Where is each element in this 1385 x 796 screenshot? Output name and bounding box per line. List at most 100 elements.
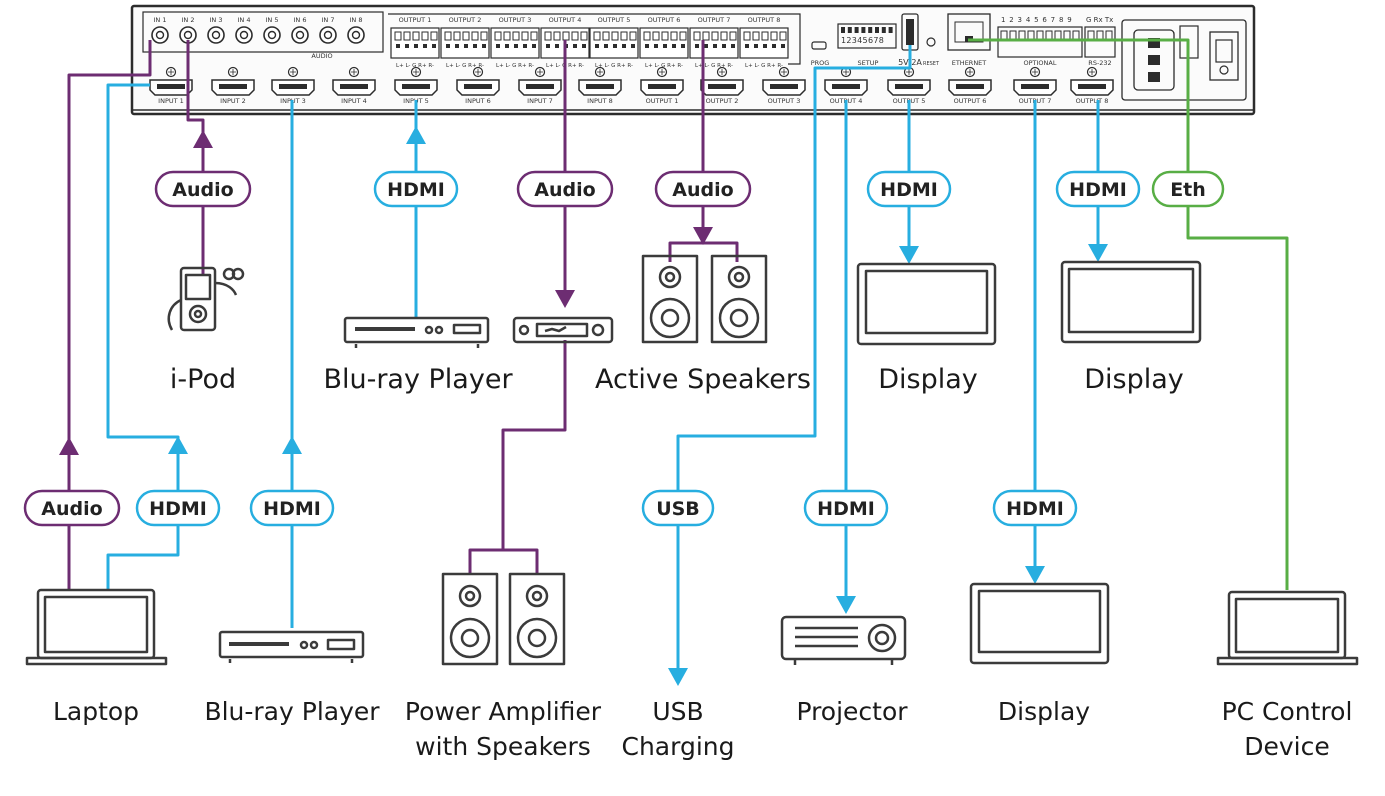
arrowhead — [1088, 244, 1108, 262]
display-3-icon — [969, 582, 1110, 665]
arrowhead — [59, 437, 79, 455]
hdmi-port: OUTPUT 6 — [948, 66, 992, 105]
audio-in-label: IN 7 — [322, 16, 335, 24]
projector-icon — [780, 615, 907, 665]
active-speakers-icon — [641, 254, 768, 344]
device-labels: i-Pod Blu-ray Player Active Speakers Dis… — [53, 364, 1352, 761]
arrowhead — [168, 436, 188, 454]
cable-eth — [968, 38, 1289, 590]
audio-in-jack — [263, 26, 281, 44]
hdmi-port: OUTPUT 1 — [640, 66, 684, 105]
hdmi-port-label: OUTPUT 8 — [1076, 97, 1109, 105]
arrowhead — [899, 246, 919, 264]
arrowhead — [406, 126, 426, 144]
audio-in-label: IN 8 — [350, 16, 363, 24]
audio-out-terminal: L+ L- G R+ R- — [490, 27, 540, 69]
display-1-label: Display — [878, 364, 978, 395]
audio-out-label: OUTPUT 7 — [698, 16, 731, 24]
terminal-pins-label: L+ L- G R+ R- — [745, 63, 783, 69]
bluray-bottom-label: Blu-ray Player — [204, 697, 380, 726]
audio-out-terminal: L+ L- G R+ R- — [639, 27, 689, 69]
setup-label: SETUP — [858, 59, 879, 67]
hdmi-port: INPUT 2 — [211, 66, 255, 105]
audio-out-terminal: L+ L- G R+ R- — [739, 27, 789, 69]
arrowhead — [693, 227, 713, 245]
connection-label-text: Audio — [172, 179, 233, 201]
connection-label-pill: HDMI — [1055, 170, 1141, 208]
optional-label: OPTIONAL — [1024, 59, 1057, 67]
power-amplifier-icon — [512, 316, 614, 344]
connection-label-pill: HDMI — [992, 489, 1078, 527]
connection-label-pill: USB — [641, 489, 715, 527]
connection-label-text: HDMI — [263, 498, 321, 520]
audio-in-jack — [151, 26, 169, 44]
connection-label-text: HDMI — [1006, 498, 1064, 520]
audio-in-jack — [207, 26, 225, 44]
connection-label-pill: HDMI — [373, 170, 459, 208]
hdmi-port: INPUT 6 — [456, 66, 500, 105]
usb-label-line2: Charging — [622, 732, 735, 761]
speaker-right-icon — [710, 254, 768, 344]
hdmi-port-label: INPUT 1 — [158, 97, 184, 105]
connection-label-text: Audio — [534, 179, 595, 201]
audio-out-label: OUTPUT 4 — [549, 16, 582, 24]
ipod-icon — [167, 266, 245, 332]
arrowhead — [668, 668, 688, 686]
connection-label-pill: Audio — [23, 489, 121, 527]
audio-in-label: IN 4 — [238, 16, 251, 24]
arrowhead — [193, 130, 213, 148]
connection-label-text: HDMI — [817, 498, 875, 520]
connection-label-pill: Audio — [654, 170, 752, 208]
pc-control-laptop-icon — [1216, 590, 1359, 666]
audio-out-terminal: L+ L- G R+ R- — [440, 27, 490, 69]
connection-label-pill: Audio — [516, 170, 614, 208]
terminal-pins-label: L+ L- G R+ R- — [695, 63, 733, 69]
amp-label-line2: with Speakers — [415, 732, 591, 761]
active-speakers-label: Active Speakers — [595, 364, 811, 395]
audio-output-terminal-blocks: OUTPUT 1L+ L- G R+ R-OUTPUT 2L+ L- G R+ … — [388, 13, 801, 69]
hdmi-port: INPUT 4 — [332, 66, 376, 105]
amp-label-line1: Power Amplifier — [405, 697, 602, 726]
hdmi-port: OUTPUT 3 — [762, 66, 806, 105]
display-1-icon — [856, 262, 997, 346]
speaker-left-icon — [641, 254, 699, 344]
dip-numbers: 12345678 — [841, 36, 884, 45]
terminal-pins-label: L+ L- G R+ R- — [645, 63, 683, 69]
connection-label-pill: Eth — [1151, 170, 1225, 208]
hdmi-port-label: OUTPUT 1 — [646, 97, 679, 105]
terminal-pins-label: L+ L- G R+ R- — [496, 63, 534, 69]
audio-input-group: AUDIO — [142, 11, 384, 60]
connection-label-text: USB — [656, 498, 700, 520]
connection-label-text: Eth — [1170, 179, 1206, 201]
audio-in-label: IN 5 — [266, 16, 279, 24]
pc-label-line2: Device — [1244, 732, 1330, 761]
ethernet-label: ETHERNET — [952, 59, 987, 67]
arrowhead — [555, 290, 575, 308]
audio-out-terminal: L+ L- G R+ R- — [390, 27, 440, 69]
audio-out-terminal: L+ L- G R+ R- — [689, 27, 739, 69]
cable-laptop-hdmi-route — [106, 83, 180, 445]
hdmi-port: OUTPUT 8 — [1070, 66, 1114, 105]
connection-label-pill: HDMI — [135, 489, 221, 527]
prog-label: PROG — [811, 59, 830, 67]
optional-pins-label: 1 2 3 4 5 6 7 8 9 — [1001, 16, 1072, 24]
rs232-pins-label: G Rx Tx — [1086, 16, 1113, 24]
cable-laptop-audio-route — [67, 40, 152, 455]
reset-button: RESET — [923, 37, 940, 67]
hdmi-port-label: INPUT 2 — [220, 97, 246, 105]
cable-amp-speaker-split — [468, 548, 539, 575]
audio-out-label: OUTPUT 3 — [499, 16, 532, 24]
connection-label-text: HDMI — [149, 498, 207, 520]
terminal-pins-label: L+ L- G R+ R- — [396, 63, 434, 69]
hdmi-port-label: INPUT 4 — [341, 97, 367, 105]
pc-label-line1: PC Control — [1222, 697, 1353, 726]
audio-out-label: OUTPUT 5 — [598, 16, 631, 24]
arrowhead — [1025, 566, 1045, 584]
hdmi-port-label: OUTPUT 3 — [768, 97, 801, 105]
display-2-label: Display — [1084, 364, 1184, 395]
hdmi-port-label: INPUT 7 — [527, 97, 553, 105]
audio-in-label: IN 1 — [154, 16, 167, 24]
laptop-icon — [25, 588, 168, 666]
